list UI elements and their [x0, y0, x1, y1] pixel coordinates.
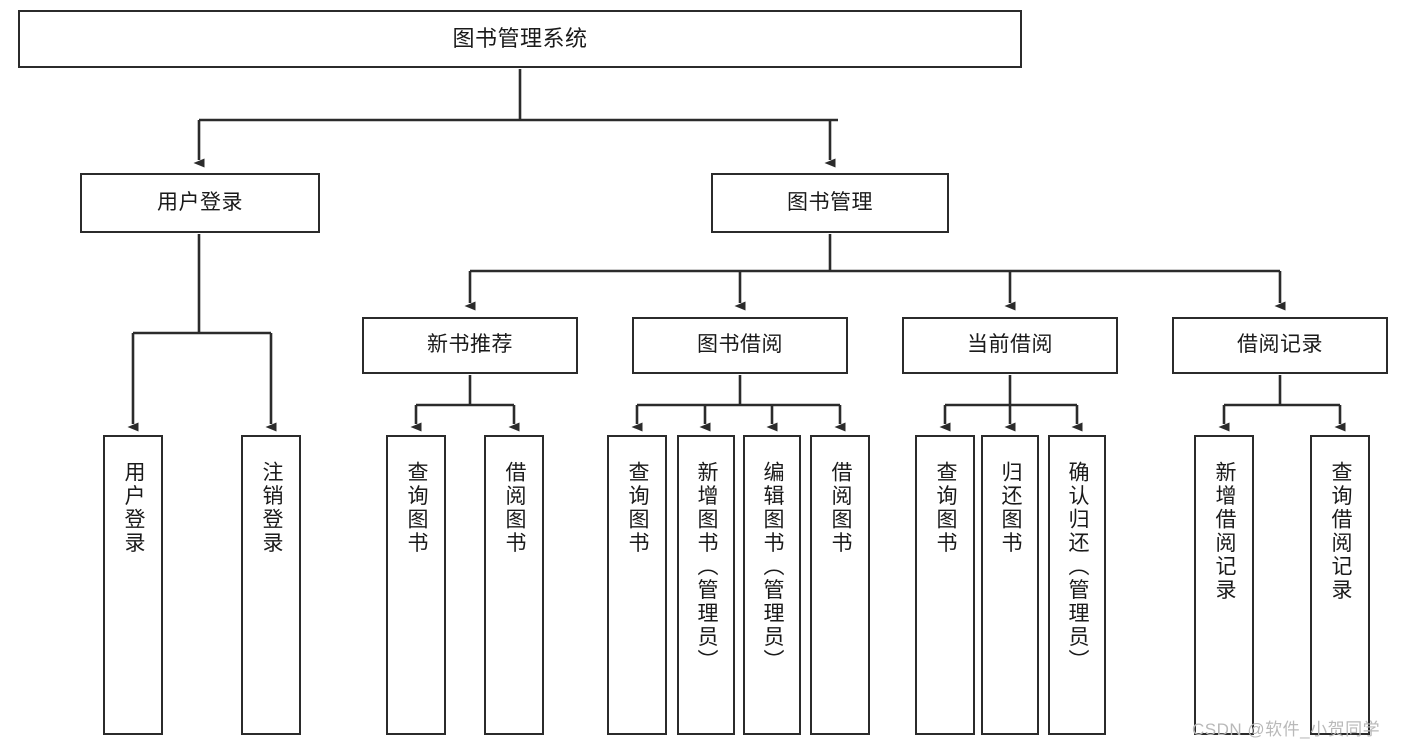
- node-current-borrow[interactable]: 当前借阅: [902, 317, 1118, 374]
- node-book-management-label: 图书管理: [787, 190, 873, 214]
- leaf-record-query-record[interactable]: 查询借阅记录: [1310, 435, 1370, 735]
- leaf-borrow-edit-book[interactable]: 编辑图书（管理员）: [743, 435, 801, 735]
- leaf-record-add-record[interactable]: 新增借阅记录: [1194, 435, 1254, 735]
- node-new-book-recommend[interactable]: 新书推荐: [362, 317, 578, 374]
- leaf-user-login-signin-label: 用户登录: [122, 461, 146, 555]
- leaf-user-login-signout-label: 注销登录: [260, 461, 284, 555]
- leaf-current-confirm-return-label: 确认归还（管理员）: [1066, 461, 1090, 673]
- node-user-login-label: 用户登录: [157, 190, 243, 214]
- node-book-management[interactable]: 图书管理: [711, 173, 949, 233]
- leaf-current-return-book-label: 归还图书: [999, 461, 1023, 555]
- leaf-borrow-add-book-label: 新增图书（管理员）: [695, 461, 719, 673]
- node-new-book-recommend-label: 新书推荐: [427, 333, 513, 357]
- leaf-recommend-query-book-label: 查询图书: [405, 461, 429, 555]
- leaf-recommend-query-book[interactable]: 查询图书: [386, 435, 446, 735]
- leaf-current-return-book[interactable]: 归还图书: [981, 435, 1039, 735]
- leaf-user-login-signout[interactable]: 注销登录: [241, 435, 301, 735]
- leaf-borrow-borrow-book-label: 借阅图书: [829, 461, 853, 555]
- leaf-recommend-borrow-book-label: 借阅图书: [503, 461, 527, 555]
- leaf-user-login-signin[interactable]: 用户登录: [103, 435, 163, 735]
- leaf-record-query-record-label: 查询借阅记录: [1329, 461, 1353, 602]
- node-borrow-record[interactable]: 借阅记录: [1172, 317, 1388, 374]
- node-root[interactable]: 图书管理系统: [18, 10, 1022, 68]
- leaf-borrow-query-book[interactable]: 查询图书: [607, 435, 667, 735]
- node-book-borrow[interactable]: 图书借阅: [632, 317, 848, 374]
- leaf-record-add-record-label: 新增借阅记录: [1213, 461, 1237, 602]
- leaf-borrow-query-book-label: 查询图书: [626, 461, 650, 555]
- leaf-borrow-borrow-book[interactable]: 借阅图书: [810, 435, 870, 735]
- leaf-current-confirm-return[interactable]: 确认归还（管理员）: [1048, 435, 1106, 735]
- leaf-recommend-borrow-book[interactable]: 借阅图书: [484, 435, 544, 735]
- leaf-current-query-book-label: 查询图书: [934, 461, 958, 555]
- node-borrow-record-label: 借阅记录: [1237, 333, 1323, 357]
- leaf-current-query-book[interactable]: 查询图书: [915, 435, 975, 735]
- node-root-label: 图书管理系统: [452, 26, 588, 52]
- node-user-login[interactable]: 用户登录: [80, 173, 320, 233]
- node-book-borrow-label: 图书借阅: [697, 333, 783, 357]
- node-current-borrow-label: 当前借阅: [967, 333, 1053, 357]
- leaf-borrow-add-book[interactable]: 新增图书（管理员）: [677, 435, 735, 735]
- csdn-watermark: CSDN @软件_小贺同学: [1192, 720, 1381, 739]
- leaf-borrow-edit-book-label: 编辑图书（管理员）: [761, 461, 785, 673]
